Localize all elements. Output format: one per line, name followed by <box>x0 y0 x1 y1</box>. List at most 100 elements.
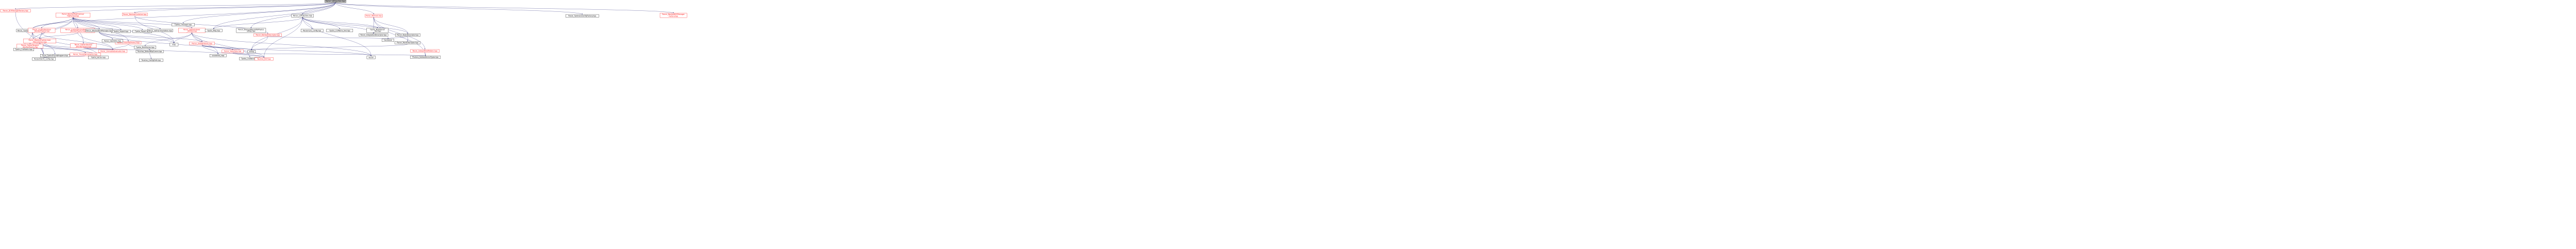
node-label: functional <box>384 39 392 41</box>
node-label: Teuchos_RCP.hpp <box>257 58 270 60</box>
edge-arrowhead <box>173 42 175 43</box>
dependency-edge <box>99 31 113 40</box>
node-box <box>247 50 256 53</box>
edge-arrowhead <box>373 32 374 34</box>
dependency-edge <box>335 2 374 14</box>
node-label: PanzerDiscFE_config.hpp <box>34 58 54 60</box>
edge-arrowhead <box>251 49 252 51</box>
node-wscontainer[interactable]: Parcer_WorksetContainer.hpp <box>122 12 148 16</box>
node-label: Parcer_GlobalIndexer <box>183 28 200 30</box>
node-blockedlo[interactable]: Parcer_BlockedTpetraLinearObjContainer.h… <box>23 39 56 43</box>
node-label: PanzerCore_config.hpp <box>303 29 321 31</box>
dependency-edge <box>134 2 336 13</box>
node-phalanx[interactable]: Phalanx_KokkosDeviceTypes.hpp <box>410 56 441 59</box>
node-unorderedmap[interactable]: unordered_map <box>209 54 227 57</box>
node-functional[interactable]: functional <box>382 39 394 42</box>
node-wsdesc[interactable]: Parcer_WorksetDescriptor.hpp <box>253 34 282 37</box>
node-map[interactable]: map <box>170 43 179 46</box>
node-box <box>122 12 148 16</box>
node-linearobjfact[interactable]: Parcer_LinearObjFactory.hpp <box>115 41 142 44</box>
node-string[interactable]: string <box>247 50 256 53</box>
node-corecfg[interactable]: PanzerCore_config.hpp <box>300 29 324 32</box>
node-multivecfwd[interactable]: Tpetra_MultiVector_fwd.hpp <box>366 28 388 33</box>
node-scatterres[interactable]: Parcer_ScatterResidual_BlockedTpetra.hpp <box>28 28 56 33</box>
dependency-edge <box>335 2 674 13</box>
node-box <box>32 57 56 61</box>
node-intdesc[interactable]: Parcer_IntegrationDescriptor.hpp <box>359 34 388 37</box>
node-box <box>98 49 127 53</box>
edge-arrowhead <box>311 28 313 29</box>
node-box <box>101 39 123 43</box>
node-label: Parcer_ElementBlockIdToPhysics <box>238 28 264 30</box>
node-dofmgr[interactable]: Parcer_DOFManagerFactory.hpp <box>0 9 31 12</box>
node-blockeddofmgr[interactable]: Parcer_BlockedDOFManager.hpp <box>86 29 113 32</box>
node-root[interactable]: Parcer_L2Projection.hpp <box>325 0 346 3</box>
dependency-edge <box>15 2 336 10</box>
node-label: Thyra_TpetraThyraWrappers.hpp <box>41 55 68 57</box>
node-panzerconfig[interactable]: PanzerDiscFE_config.hpp <box>32 57 56 61</box>
node-globalidx[interactable]: Parcer_GlobalIndexer_Utilities.hpp <box>178 28 206 33</box>
node-label: Teuchos_DefaultMpiComm.hpp <box>137 51 162 53</box>
dependency-edge <box>232 53 264 58</box>
node-crsmatrixhpp[interactable]: Tpetra_CrsMatrix.hpp <box>13 48 34 51</box>
node-multivector[interactable]: Tpetra_MultiVector.hpp <box>134 45 157 49</box>
node-cloneable[interactable]: Parcer_CloneableEvaluator.hpp <box>98 49 127 53</box>
node-tpetramap[interactable]: Tpetra_Map.hpp <box>205 29 223 32</box>
node-label: unordered_map <box>212 55 224 57</box>
dependency-edge <box>99 31 264 58</box>
node-box <box>382 39 394 42</box>
node-box <box>366 56 376 59</box>
node-label: ObjContainer.hpp <box>33 41 47 43</box>
node-box <box>410 56 441 59</box>
dependency-edge <box>73 17 99 29</box>
dependency-edge <box>73 17 192 28</box>
node-pointdesc[interactable]: Parcer_PointDescriptor.hpp <box>395 41 420 44</box>
node-label: Parcer_CloneableEvaluator.hpp <box>100 50 125 52</box>
node-nodetype[interactable]: Parcer_NodeType.hpp <box>222 49 244 53</box>
node-hashutils[interactable]: Parcer_HashUtils.hpp <box>101 39 123 43</box>
include-dependency-graph: Parcer_L2Projection.hppParcer_DOFManager… <box>0 0 687 62</box>
dependency-edge <box>251 36 268 51</box>
node-tpetraimport[interactable]: Tpetra_Import.hpp <box>111 29 131 33</box>
node-workset[interactable]: Parcer_Workset.hpp <box>365 14 383 18</box>
edge-arrowhead <box>387 38 388 39</box>
node-label: Tpetra_Export.hpp <box>134 30 150 32</box>
edge-arrowhead <box>150 58 152 59</box>
node-gathertangent[interactable]: Parcer_GatherTangent_BlockedTpetra.hpp <box>16 44 43 48</box>
edge-arrowhead <box>54 53 56 55</box>
dependency-edge <box>145 32 192 46</box>
node-gathersol[interactable]: Parcer_GatherSolution_BlockedTpetra.hpp <box>70 43 97 48</box>
node-teuchosconfig[interactable]: Teuchos_ConfigDefs.hpp <box>139 58 163 62</box>
node-l2proj[interactable]: Parcer_L2Projection.hpp <box>291 14 314 18</box>
edge-arrowhead <box>29 43 30 44</box>
node-tpetravector[interactable]: Tpetra_Vector.hpp <box>88 56 109 59</box>
node-box <box>23 39 56 43</box>
node-crsmatrix[interactable]: Tpetra_CrsMatrix_fwd.hpp <box>326 29 353 32</box>
node-box <box>56 12 91 18</box>
dependency-edge <box>39 32 78 39</box>
node-box <box>139 58 163 62</box>
node-crsgraph[interactable]: Tpetra_CrsGraph.hpp <box>172 23 195 26</box>
node-box <box>135 50 164 53</box>
node-teuchosrcp[interactable]: Teuchos_RCP.hpp <box>255 57 274 61</box>
node-basisdesc[interactable]: Parcer_BasisDescriptor.hpp <box>395 34 420 37</box>
node-thyratpetra[interactable]: Thyra_TpetraThyraWrappers.hpp <box>40 54 70 57</box>
node-label: Parcer_HashUtils.hpp <box>104 40 121 42</box>
node-globalindexer[interactable]: Parcer_GlobalIndexer.hpp <box>189 42 215 45</box>
node-label: _BlockedTpetra.hpp <box>33 30 50 32</box>
node-teuchosdefault[interactable]: Teuchos_DefaultMpiComm.hpp <box>135 50 164 53</box>
node-tpetralofact[interactable]: Parcer_TpetraLinearObjFactory.hpp <box>565 14 599 18</box>
dependency-edge <box>302 17 340 29</box>
edge-arrowhead <box>84 52 86 53</box>
edge-arrowhead <box>15 8 16 10</box>
node-vector[interactable]: vector <box>366 56 376 59</box>
node-thyraobj[interactable]: Parcer_ThyraObjContainer.hpp <box>70 53 101 56</box>
node-intrepid[interactable]: Parcer_IntrepidFieldPattern.hpp <box>410 49 440 53</box>
edge-arrowhead <box>213 28 214 29</box>
dependency-edge <box>39 17 73 39</box>
node-gatherorient[interactable]: Parcer_GatherOrientation.hpp <box>147 29 173 32</box>
node-label: IdMap.hpp <box>247 30 255 32</box>
